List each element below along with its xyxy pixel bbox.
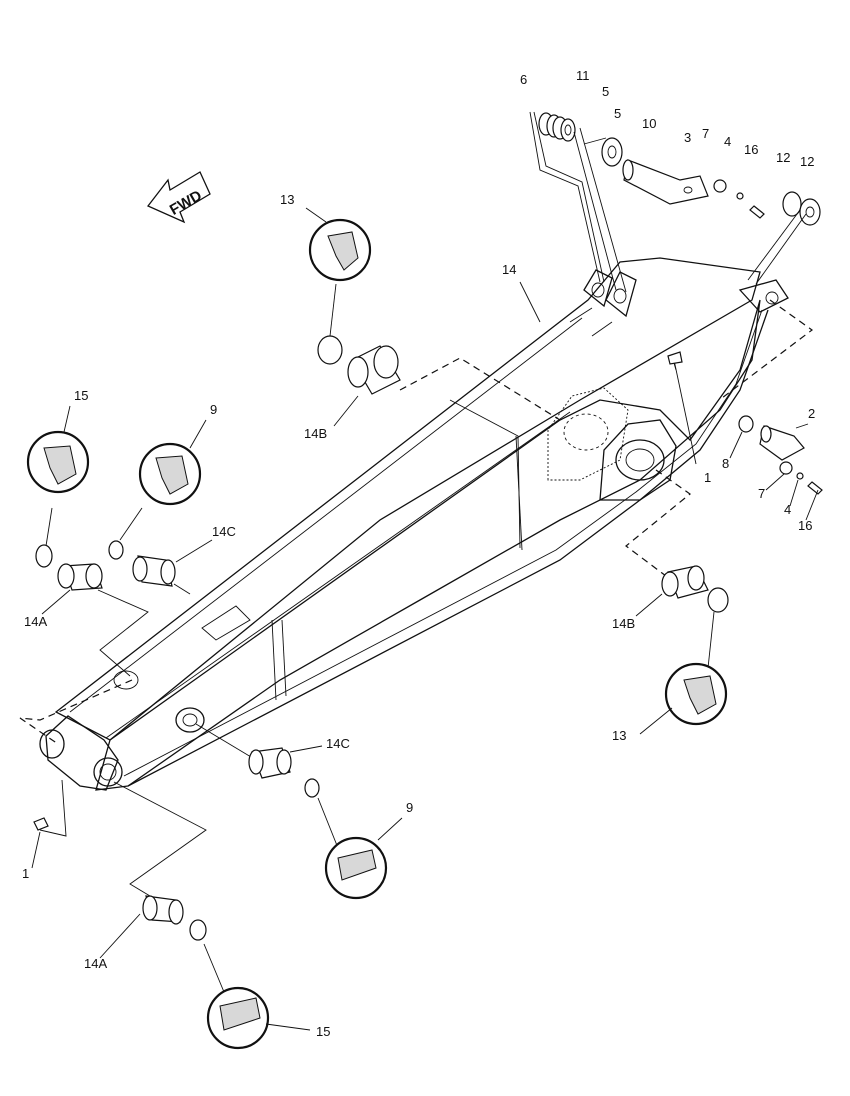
callout-15-lower <box>206 986 270 1050</box>
label-12-a: 12 <box>776 150 790 165</box>
label-5-b: 5 <box>614 106 621 121</box>
label-2: 2 <box>808 406 815 421</box>
callout-15-upper <box>26 430 90 494</box>
label-9-lower: 9 <box>406 800 413 815</box>
label-10: 10 <box>642 116 656 131</box>
label-11: 11 <box>576 68 590 83</box>
label-8: 8 <box>722 456 729 471</box>
label-15-lower: 15 <box>316 1024 330 1039</box>
label-7-right: 7 <box>758 486 765 501</box>
label-13-upper: 13 <box>280 192 294 207</box>
label-14a-lower: 14A <box>84 956 107 971</box>
upper-bushings <box>19 283 561 745</box>
right-pin-assembly <box>625 299 823 669</box>
label-6: 6 <box>520 72 527 87</box>
label-4-top: 4 <box>724 134 731 149</box>
label-9-upper: 9 <box>210 402 217 417</box>
label-5-a: 5 <box>602 84 609 99</box>
label-7-top: 7 <box>702 126 709 141</box>
label-16-right: 16 <box>798 518 812 533</box>
lower-bushings <box>33 723 339 993</box>
label-14: 14 <box>502 262 516 277</box>
label-14b-lower: 14B <box>612 616 635 631</box>
part-labels: 6 11 5 5 10 3 7 4 16 12 12 13 14 14B 15 … <box>22 68 815 1039</box>
label-4-right: 4 <box>784 502 791 517</box>
fwd-arrow-icon: FWD <box>146 171 211 224</box>
callout-13-upper <box>308 218 372 282</box>
label-3: 3 <box>684 130 691 145</box>
label-1-right: 1 <box>704 470 711 485</box>
callout-9-lower <box>324 836 388 900</box>
label-14a-upper: 14A <box>24 614 47 629</box>
label-14b-upper: 14B <box>304 426 327 441</box>
label-1-left: 1 <box>22 866 29 881</box>
label-13-lower: 13 <box>612 728 626 743</box>
top-pin-assembly <box>529 111 821 293</box>
label-leaders <box>31 207 819 1031</box>
label-14c-lower: 14C <box>326 736 350 751</box>
label-15-upper: 15 <box>74 388 88 403</box>
callout-9-upper <box>138 442 202 506</box>
label-12-b: 12 <box>800 154 814 169</box>
label-16-top: 16 <box>744 142 758 157</box>
callout-13-lower <box>664 662 728 726</box>
boom-body <box>39 257 789 791</box>
label-14c-upper: 14C <box>212 524 236 539</box>
fwd-text: FWD <box>167 187 205 219</box>
